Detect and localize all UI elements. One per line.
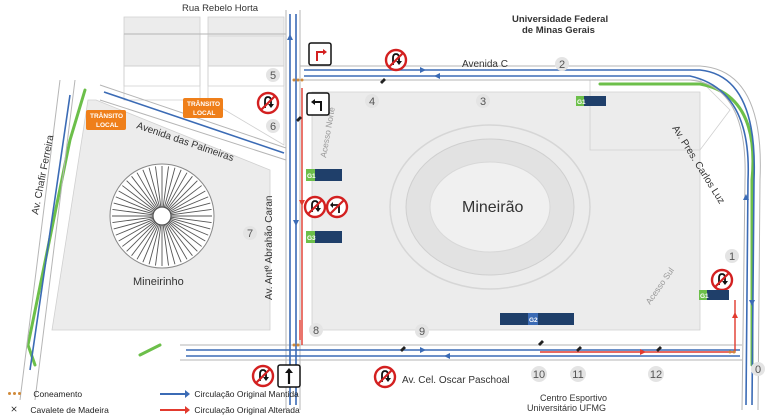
transito-local-sign-1: TRÂNSITO LOCAL [86,110,126,130]
point-4: 4 [365,94,379,108]
barrier-icon: ⨯ [10,404,18,415]
legend-barrier: ⨯ Cavalete de Madeira [8,404,109,415]
no-u-turn-sign [384,48,408,72]
point-6: 6 [266,119,280,133]
svg-text:TRÂNSITO: TRÂNSITO [187,99,220,108]
point-11: 11 [570,366,586,382]
label-ufmg-1: Universidade Federal [512,14,608,25]
no-left-sign [325,195,349,219]
svg-text:G3: G3 [307,235,316,242]
label-mineirao: Mineirão [462,199,523,216]
straight-sign [276,363,302,389]
svg-text:2: 2 [559,59,565,71]
point-12: 12 [648,366,664,382]
label-av-abrahao: Av. Antº Abrahão Caran [264,196,275,300]
mineirinho-building [109,163,215,269]
legend-original: Circulação Original Mantida [160,388,299,399]
legend: Coneamento ⨯ Cavalete de Madeira Circula… [8,388,508,418]
parking-sign-g1-east: G1 [699,290,729,300]
svg-text:G1: G1 [700,293,709,300]
svg-text:5: 5 [270,70,276,82]
label-centro-2: Universitário UFMG [527,403,606,413]
label-mineirinho: Mineirinho [133,276,184,288]
cones [292,78,736,354]
parking-sign-g2: G2 [500,313,574,325]
svg-text:1: 1 [729,251,735,263]
svg-text:LOCAL: LOCAL [193,110,215,117]
point-8: 8 [309,323,323,337]
altered-circulation-arrows [299,200,738,355]
original-circulation [29,14,756,406]
svg-text:10: 10 [533,369,545,381]
svg-text:11: 11 [572,369,583,381]
parking-sign-g1-west: G1 [306,169,342,181]
point-1: 1 [725,249,739,263]
svg-text:0: 0 [755,364,761,376]
wooden-barriers [296,78,662,352]
svg-text:G1: G1 [307,173,316,180]
label-av-chafir: Av. Chafir Ferreira [30,134,56,216]
label-centro-1: Centro Esportivo [540,393,607,403]
label-ufmg-2: de Minas Gerais [522,25,595,36]
svg-text:LOCAL: LOCAL [96,122,118,129]
original-circulation-arrows [287,34,755,359]
mineirao-stadium [389,124,591,290]
label-rua-rebelo-horta: Rua Rebelo Horta [182,3,259,14]
point-10: 10 [531,366,547,382]
no-u-turn-sign [303,195,327,219]
turn-left-sign [306,92,330,116]
no-u-turn-sign [251,364,275,388]
point-2: 2 [555,57,569,71]
svg-text:G2: G2 [529,317,538,324]
legend-altered: Circulação Original Alterada [160,404,300,415]
svg-text:6: 6 [270,121,276,133]
parking-sign-g3: G3 [306,231,342,243]
label-av-oscar: Av. Cel. Oscar Paschoal [402,375,509,386]
point-5: 5 [266,68,280,82]
svg-text:7: 7 [247,228,253,240]
transito-local-sign-2: TRÂNSITO LOCAL [183,98,223,118]
legend-cone: Coneamento [8,388,82,399]
roads [19,10,761,411]
no-u-turn-sign [373,365,397,389]
point-0: 0 [751,362,765,376]
label-avenida-c: Avenida C [462,59,508,70]
numbered-points: 0 1 2 3 4 5 6 7 8 9 10 11 12 [243,57,765,382]
parking-sign-g1-north: G1 [576,96,606,106]
no-u-turn-sign [256,91,280,115]
svg-text:TRÂNSITO: TRÂNSITO [90,111,123,120]
point-3: 3 [476,94,490,108]
point-9: 9 [415,324,429,338]
svg-text:12: 12 [650,369,662,381]
no-u-turn-sign [710,268,734,292]
svg-text:4: 4 [369,96,375,108]
point-7: 7 [243,226,257,240]
turn-right-sign [308,42,332,66]
svg-text:3: 3 [480,96,486,108]
svg-text:8: 8 [313,325,319,337]
svg-text:G1: G1 [577,99,586,106]
svg-text:9: 9 [419,326,425,338]
